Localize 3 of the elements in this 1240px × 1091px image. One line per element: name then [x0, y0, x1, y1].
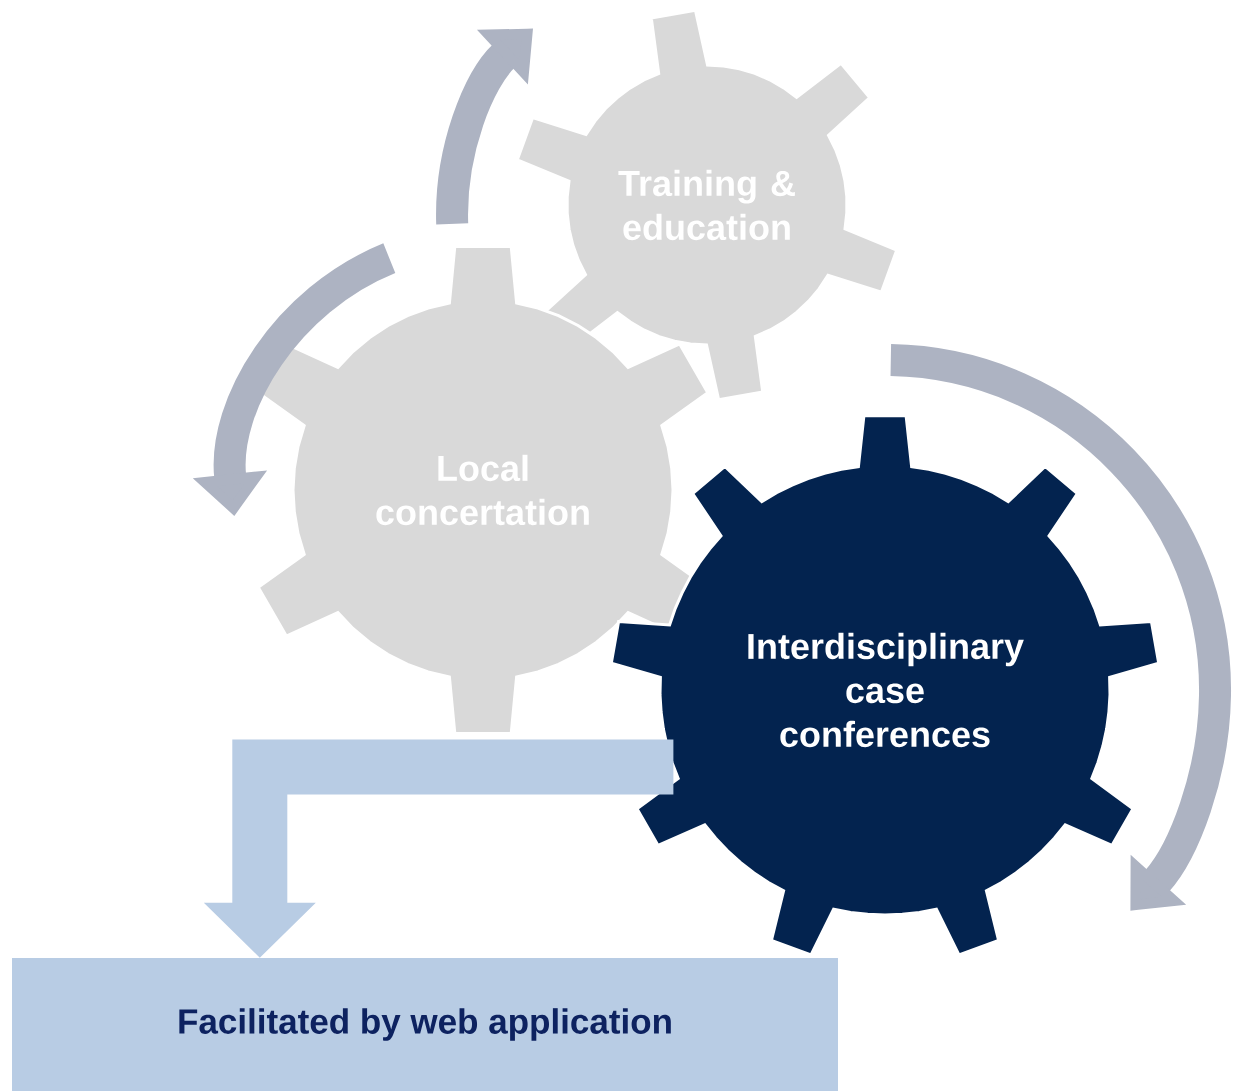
text-box: Facilitated by web application: [12, 958, 838, 1091]
gear: Interdisciplinary case conferences: [609, 414, 1161, 957]
arrow: [203, 739, 674, 958]
